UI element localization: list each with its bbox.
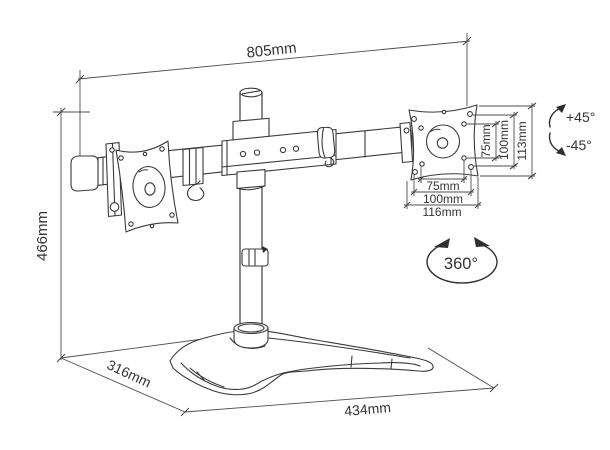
vesa-hole <box>411 116 417 122</box>
dim-vesa-horizontal: 75mm 100mm 116mm <box>403 161 482 219</box>
dim-tick <box>56 353 66 363</box>
base-seam <box>390 358 393 370</box>
dim-label-vesa-h-116: 116mm <box>422 205 461 219</box>
vesa-hole <box>441 109 447 115</box>
tilt-range-icon: +45° -45° <box>548 104 595 156</box>
dim-label-vesa-v-75: 75mm <box>479 124 493 157</box>
cable-clip-left <box>186 180 205 201</box>
vesa-hole <box>118 155 124 161</box>
sleeve-hole <box>279 146 287 154</box>
tilt-arrowhead-down <box>556 147 566 156</box>
vesa-hole <box>412 169 418 175</box>
dim-tick <box>509 162 519 170</box>
dimension-line <box>77 40 471 80</box>
bracket-knob <box>109 202 120 212</box>
dim-tick <box>460 175 468 183</box>
vesa-hole <box>418 125 424 131</box>
dim-label-vesa-v-113: 113mm <box>515 121 529 160</box>
pole-cable-clip <box>241 246 269 267</box>
dim-tick <box>467 188 475 196</box>
vesa-hole <box>461 121 467 127</box>
dim-base-width: 434mm <box>344 383 499 419</box>
dim-tick <box>491 154 501 162</box>
base-seam <box>196 371 205 381</box>
vesa-hole <box>128 221 134 227</box>
dim-arm-width: 805mm <box>75 33 472 156</box>
vesa-hole <box>468 164 474 170</box>
dim-label-vesa-h-75: 75mm <box>426 179 459 193</box>
dim-tick <box>75 74 85 84</box>
vesa-hole <box>461 155 467 161</box>
sleeve-hole <box>239 150 247 158</box>
sleeve-hole <box>292 145 300 152</box>
dim-tick <box>56 107 66 117</box>
vesa-hole <box>467 111 473 117</box>
base <box>169 329 434 396</box>
dim-stand-height: 466mm <box>34 107 90 363</box>
cable-clip-right <box>316 126 336 168</box>
dim-label-arm-width: 805mm <box>246 39 298 61</box>
right-vesa-plate <box>408 104 479 181</box>
tilt-up-label: +45° <box>566 109 595 125</box>
vesa-hole <box>149 223 155 229</box>
dim-label-base-width: 434mm <box>344 399 392 419</box>
floor-right-edge <box>427 347 495 389</box>
vesa-hole <box>159 146 165 152</box>
vesa-hole <box>419 161 425 167</box>
crossbar-sleeve <box>221 128 337 177</box>
dim-label-vesa-v-100: 100mm <box>497 120 511 160</box>
floor-front-edge <box>184 387 495 413</box>
dim-tick <box>403 201 411 209</box>
tilt-arrowhead-up <box>556 104 566 113</box>
pole-clamp-lower <box>236 169 266 189</box>
dim-label-vesa-h-100: 100mm <box>423 192 463 206</box>
dim-tick <box>527 102 537 110</box>
dim-label-stand-height: 466mm <box>34 211 51 261</box>
sleeve-hole <box>253 149 261 156</box>
dim-tick <box>491 120 501 128</box>
right-plate-center-hole <box>436 137 449 149</box>
crossbar-end-cap <box>70 155 99 192</box>
dim-vesa-vertical: 75mm 100mm 113mm <box>467 102 537 180</box>
right-tilt-bracket <box>399 121 414 164</box>
dim-tick <box>509 111 519 119</box>
base-seam <box>350 355 353 368</box>
swivel-label: 360° <box>444 255 478 273</box>
dim-tick <box>417 175 425 183</box>
swivel-arrowhead-left <box>434 238 450 248</box>
dim-tick <box>410 188 418 196</box>
dim-tick <box>489 383 499 393</box>
swivel-ellipse-arc <box>426 242 498 284</box>
vesa-hole <box>142 151 148 157</box>
right-plate-slot <box>429 128 441 133</box>
base-rim-inner2 <box>189 367 225 388</box>
dim-tick <box>474 201 482 209</box>
base-top-bevel <box>257 336 411 359</box>
left-plate-center-hole <box>144 182 156 196</box>
dim-label-base-depth: 316mm <box>105 356 154 390</box>
base-rim-inner <box>180 362 421 390</box>
left-vesa-plate <box>115 140 179 233</box>
floor-left-edge <box>60 357 186 413</box>
dim-tick <box>527 172 537 180</box>
left-plate-slot <box>138 169 149 173</box>
swivel-range-icon: 360° <box>426 237 498 284</box>
crossbar-collar <box>182 146 204 187</box>
vesa-hole <box>169 212 175 218</box>
swivel-arrowhead-right <box>474 237 490 247</box>
dim-tick <box>462 36 472 46</box>
dim-tick <box>180 407 190 417</box>
tilt-down-label: -45° <box>566 137 592 153</box>
